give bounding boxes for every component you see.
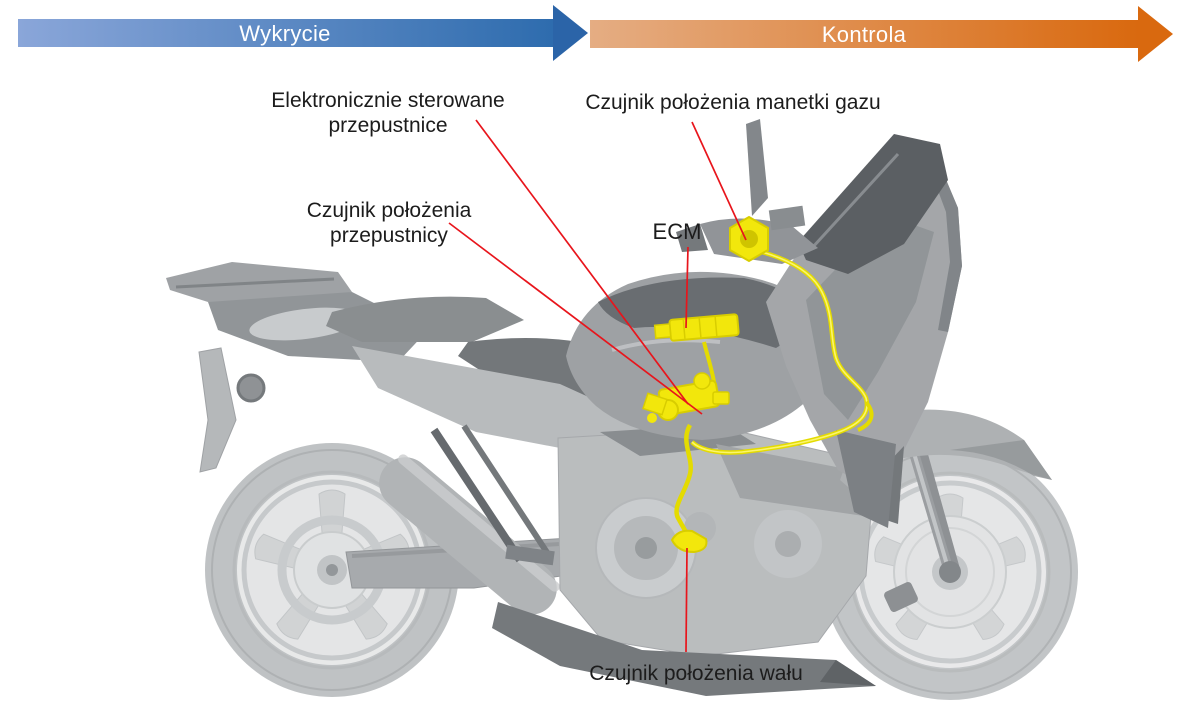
- rear-fender: [198, 347, 237, 473]
- front-brake-caliper: [884, 582, 918, 612]
- harness-wire-ecm: [702, 341, 716, 383]
- label-ecm: ECM: [653, 219, 702, 244]
- leader-lines: [448, 119, 747, 653]
- throttle-body-highlight: [642, 372, 730, 423]
- label-throttle-position-sensor-line1: Czujnik położenia: [307, 199, 472, 222]
- banner-arrow-wykrycie: Wykrycie: [18, 5, 588, 61]
- engine: [557, 424, 873, 657]
- banner-arrow-kontrola: Kontrola: [590, 6, 1173, 62]
- harness-wire-main-highlight: [691, 251, 868, 454]
- kontrola-arrow-body: [590, 20, 1138, 48]
- wiring-harness-highlight: [642, 215, 874, 554]
- tail-section: [166, 262, 428, 473]
- front-fairing: [766, 170, 962, 528]
- label-electronic-throttles-line1: Elektronicznie sterowane: [271, 89, 504, 112]
- leader-line-crank-sensor: [685, 547, 688, 653]
- leader-line-throttle-position-sensor: [448, 222, 703, 415]
- radiator-shroud: [836, 430, 896, 528]
- grip-sensor-highlight: [729, 215, 769, 263]
- label-throttle-position-sensor-line2: przepustnicy: [330, 224, 448, 247]
- leader-line-grip-sensor: [691, 121, 747, 241]
- rear-turn-signal: [236, 373, 266, 403]
- wykrycie-arrowhead-icon: [553, 5, 588, 61]
- kontrola-arrow-label: Kontrola: [822, 22, 907, 47]
- belly-pan: [492, 602, 876, 696]
- motorcycle-illustration: [166, 119, 1078, 700]
- frame-struts: [430, 424, 555, 566]
- label-electronic-throttles: Elektronicznie sterowane przepustnice: [271, 89, 504, 137]
- harness-wire-front: [857, 400, 874, 432]
- label-crank-sensor: Czujnik położenia wału: [589, 662, 803, 685]
- label-electronic-throttles-line2: przepustnice: [328, 114, 447, 137]
- windscreen: [798, 134, 948, 274]
- brake-lever: [746, 119, 768, 216]
- callout-labels: Elektronicznie sterowane przepustnice Cz…: [271, 89, 880, 685]
- wykrycie-arrow-body: [18, 19, 553, 47]
- label-grip-sensor: Czujnik położenia manetki gazu: [585, 91, 880, 114]
- leader-line-electronic-throttles: [475, 119, 689, 405]
- wykrycie-arrow-label: Wykrycie: [239, 21, 330, 46]
- crank-sensor-highlight: [670, 529, 708, 554]
- leader-line-ecm: [685, 246, 689, 329]
- kontrola-arrowhead-icon: [1138, 6, 1173, 62]
- rear-wheel: [205, 443, 459, 697]
- harness-wire-crank: [674, 423, 693, 536]
- label-throttle-position-sensor: Czujnik położenia przepustnicy: [307, 199, 472, 247]
